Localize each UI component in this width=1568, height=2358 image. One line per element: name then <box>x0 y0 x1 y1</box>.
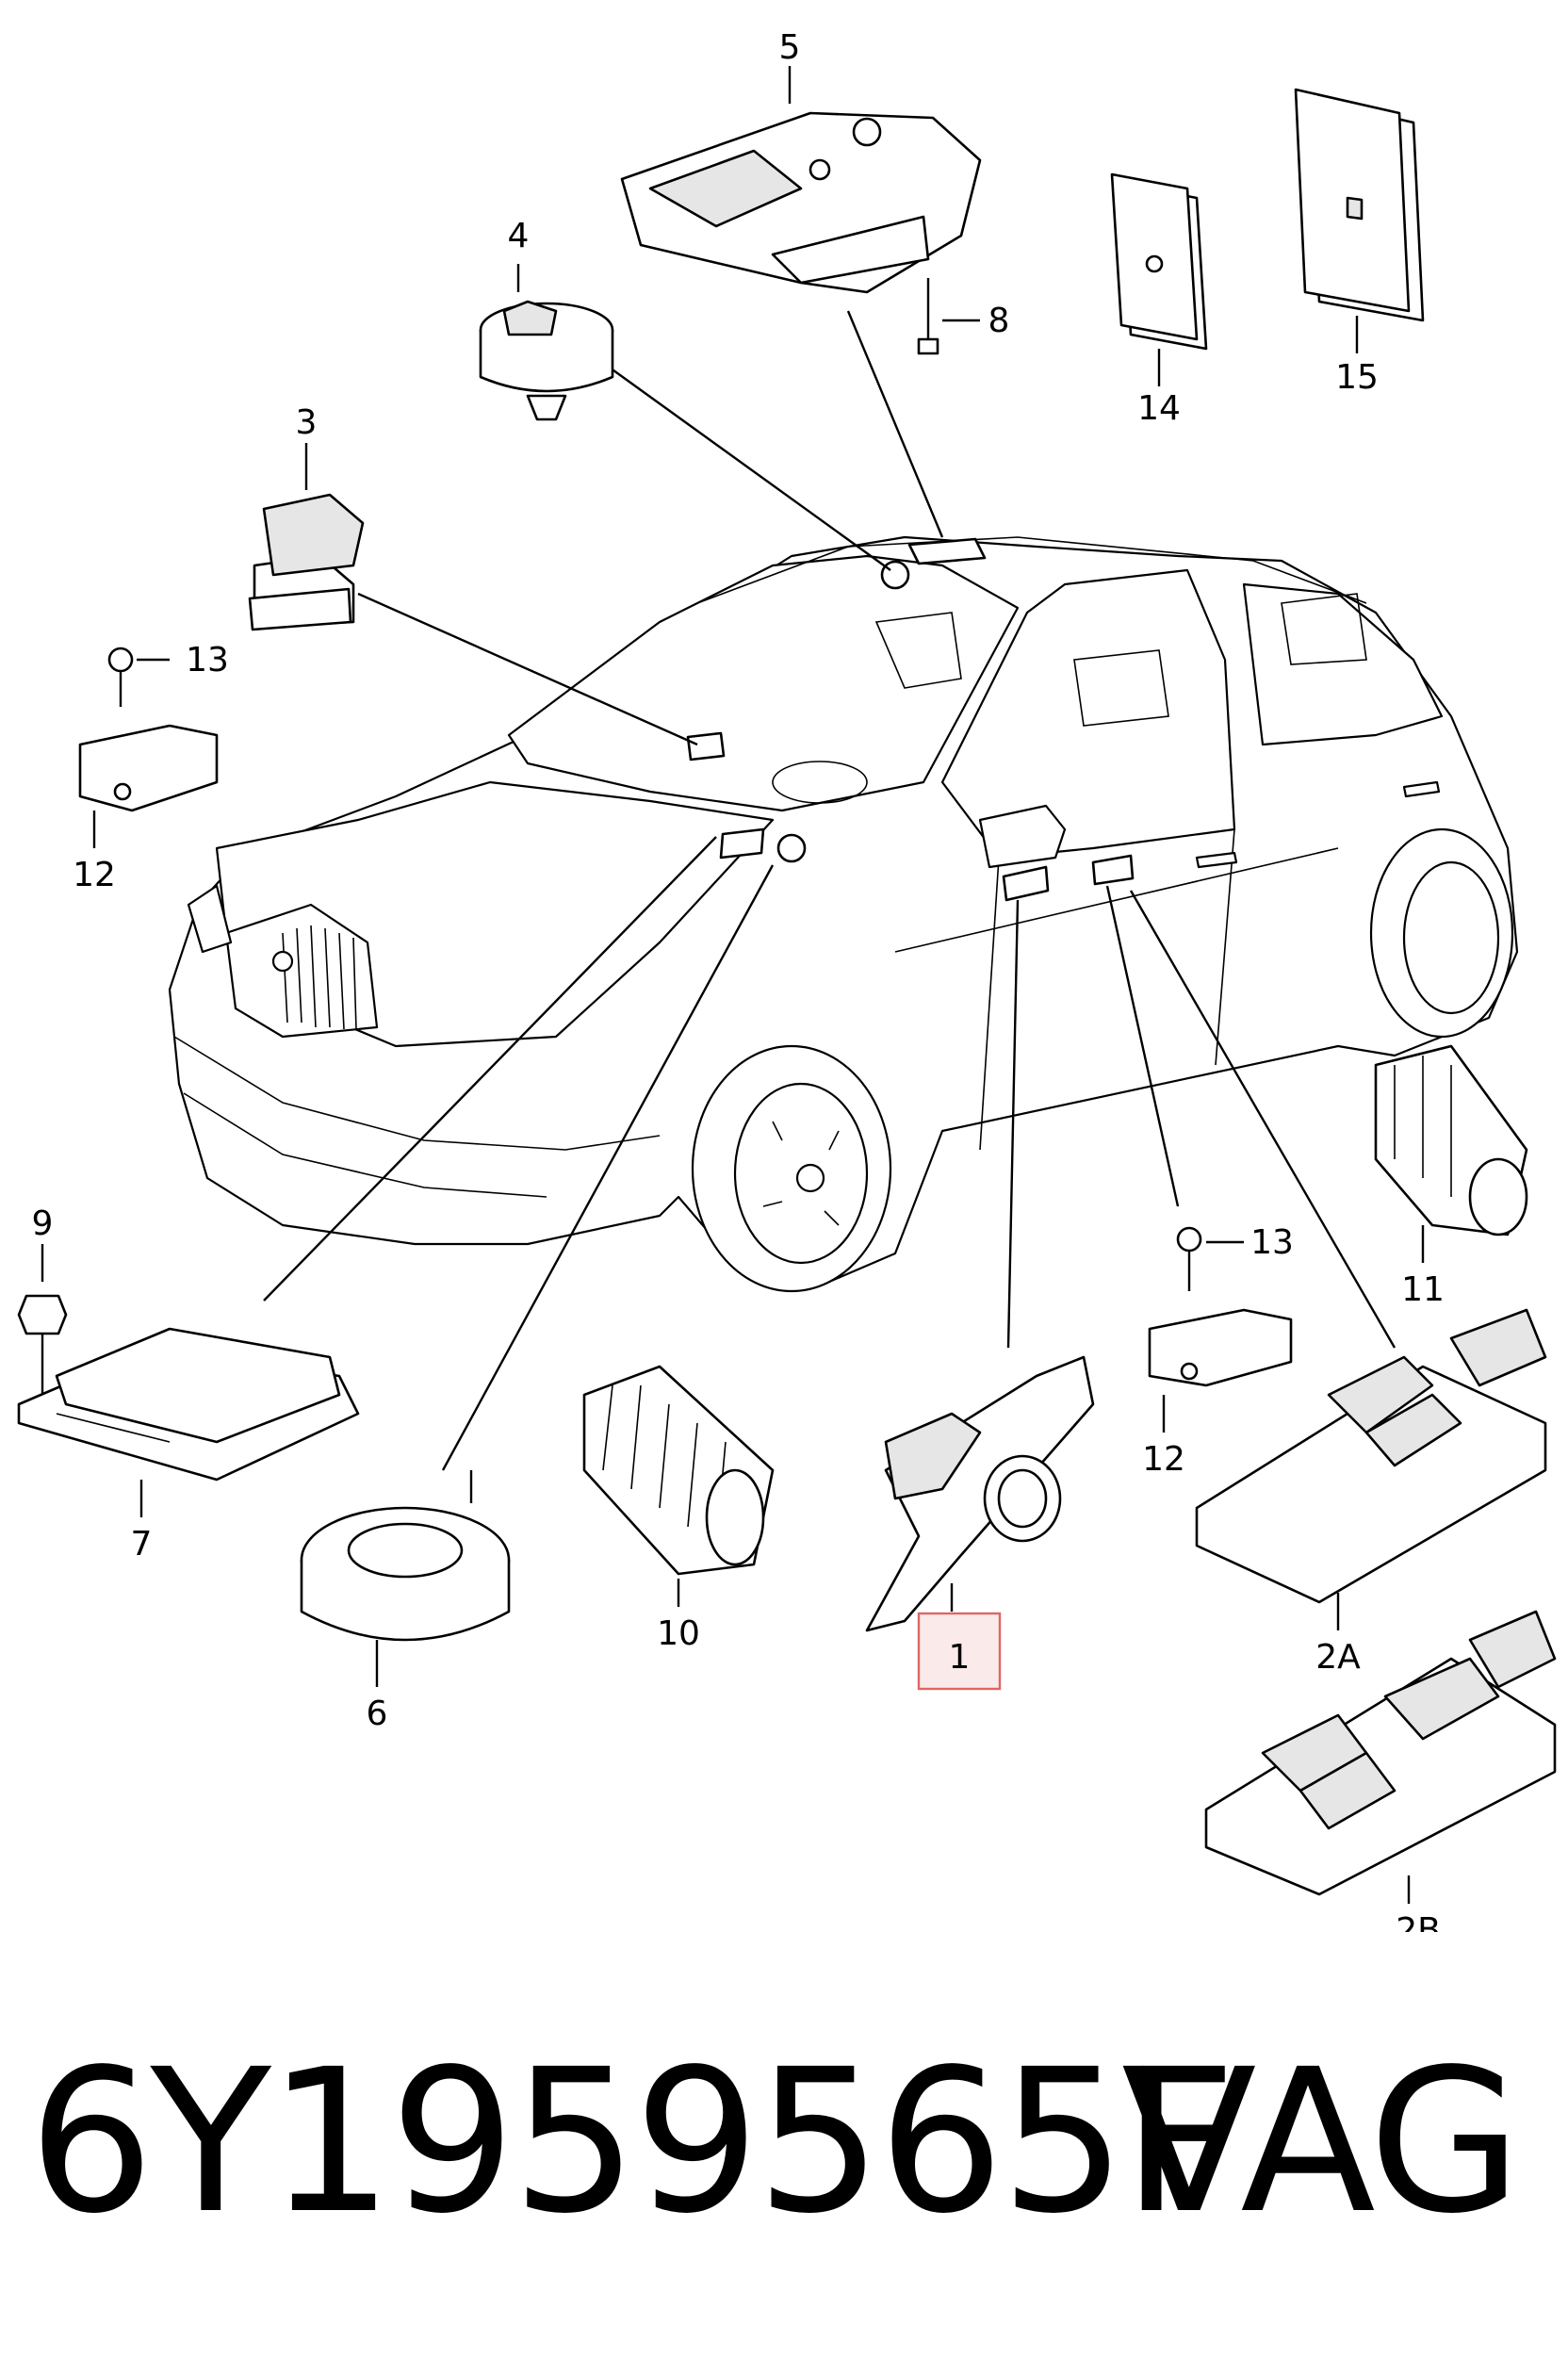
callout-2a: 2A <box>1315 1638 1361 1677</box>
part-6-clock-spring <box>300 1470 511 1687</box>
part-4-sensor <box>479 264 614 421</box>
callout-15: 15 <box>1335 358 1379 397</box>
part-2a-window-switch <box>1195 1308 1547 1630</box>
callout-1: 1 <box>949 1638 971 1677</box>
part-3-switch <box>248 443 365 631</box>
part-number: 6Y1959565F <box>28 2026 1236 2257</box>
part-7-control-unit <box>17 1327 360 1517</box>
parts-diagram: 5 4 8 14 15 3 13 12 9 7 6 10 1 13 12 11 … <box>17 28 1557 1932</box>
leader-lines <box>263 310 1396 1471</box>
part-8-screw <box>917 278 980 355</box>
callout-14: 14 <box>1137 389 1181 428</box>
part-13-bolt-right <box>1176 1226 1244 1291</box>
part-1-switch-panel <box>865 1355 1095 1691</box>
callout-13-upper: 13 <box>186 641 229 680</box>
callout-5: 5 <box>779 28 801 67</box>
callout-9: 9 <box>32 1204 54 1243</box>
part-13-bolt-upper <box>107 647 170 707</box>
callout-13-right: 13 <box>1250 1223 1294 1262</box>
callout-12-left: 12 <box>73 856 116 894</box>
callout-11: 11 <box>1401 1270 1445 1309</box>
part-12-sensor-left <box>78 724 219 848</box>
part-2b-window-switch <box>1204 1610 1557 1904</box>
part-11-boot <box>1374 1044 1528 1263</box>
footer: 6Y1959565F VAG <box>0 2026 1568 2309</box>
car-illustration <box>168 535 1519 1293</box>
part-12-sensor-right <box>1148 1308 1293 1433</box>
callout-4: 4 <box>508 217 530 255</box>
highlight-box <box>917 1612 1002 1691</box>
part-15-pad <box>1294 88 1425 353</box>
callout-10: 10 <box>657 1614 700 1653</box>
callout-2b: 2B <box>1396 1911 1441 1932</box>
brand-name: VAG <box>1121 2026 1522 2257</box>
part-10-boot <box>582 1365 775 1607</box>
callout-6: 6 <box>367 1695 388 1733</box>
callout-8: 8 <box>988 302 1010 340</box>
part-5-roof-module <box>620 66 982 294</box>
callout-3: 3 <box>296 403 318 442</box>
callout-12-right: 12 <box>1142 1440 1185 1479</box>
part-14-pad <box>1110 172 1208 386</box>
part-9-nut <box>17 1244 68 1395</box>
callout-7: 7 <box>131 1525 153 1564</box>
callout-labels: 5 4 8 14 15 3 13 12 9 7 6 10 1 13 12 11 … <box>32 28 1445 1932</box>
